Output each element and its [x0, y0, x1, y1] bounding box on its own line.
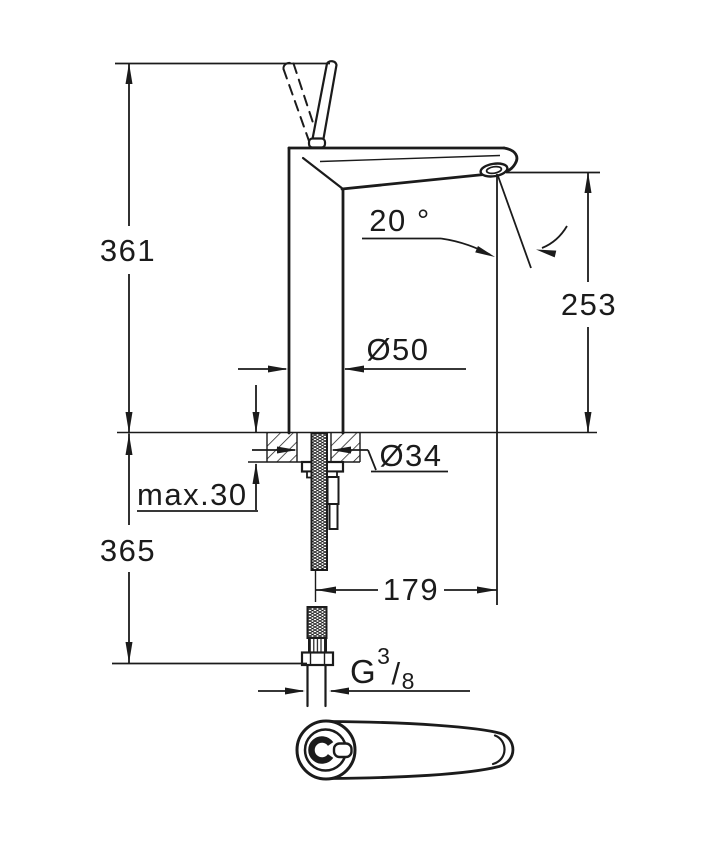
- thread-numerator: 3: [377, 643, 391, 669]
- label-spout-reach: 179: [383, 572, 439, 607]
- label-thread-size: G3/8: [350, 643, 416, 694]
- dimension-253: [506, 171, 600, 433]
- label-max-deck-thickness: max.30: [137, 477, 248, 512]
- label-spray-angle: 20 °: [369, 203, 431, 238]
- fixing-bolt: [326, 476, 340, 505]
- handle-side-view: [295, 719, 515, 781]
- connection-nut: [300, 651, 335, 667]
- dimension-max30: [137, 385, 260, 512]
- dimension-labels: 361 365 253 179 20 ° Ø50 Ø34 max.30 G3/8: [100, 203, 617, 694]
- handle-hub-tab: [332, 742, 353, 759]
- dimension-angle20: [362, 174, 568, 605]
- aerator: [479, 162, 509, 178]
- handle-hub-ring: [308, 736, 334, 764]
- label-body-diameter: Ø50: [366, 332, 429, 367]
- connection-pipe: [306, 664, 327, 708]
- label-spout-height: 253: [561, 287, 617, 322]
- faucet-outline: [287, 146, 519, 435]
- label-total-height: 361: [100, 233, 156, 268]
- dimension-365: [112, 433, 307, 665]
- dimension-thread: [258, 687, 470, 695]
- dimension-lines: [112, 62, 600, 695]
- lever-dashed-position: [282, 68, 310, 142]
- dimension-361: [115, 62, 330, 433]
- hose-collar: [308, 637, 327, 654]
- dimension-dia34: [252, 446, 448, 473]
- threaded-stud: [310, 432, 328, 571]
- dimension-dia50: [238, 365, 466, 373]
- label-hole-diameter: Ø34: [379, 438, 442, 473]
- thread-g: G: [350, 653, 377, 690]
- thread-denominator: 8: [402, 668, 416, 694]
- dimension-179: [316, 586, 497, 594]
- thread-slash: /: [391, 656, 401, 691]
- supply-hose: [300, 569, 335, 708]
- mounting-hardware: [300, 432, 345, 571]
- label-below-deck-length: 365: [100, 533, 156, 568]
- lever-handle-top: [282, 60, 338, 149]
